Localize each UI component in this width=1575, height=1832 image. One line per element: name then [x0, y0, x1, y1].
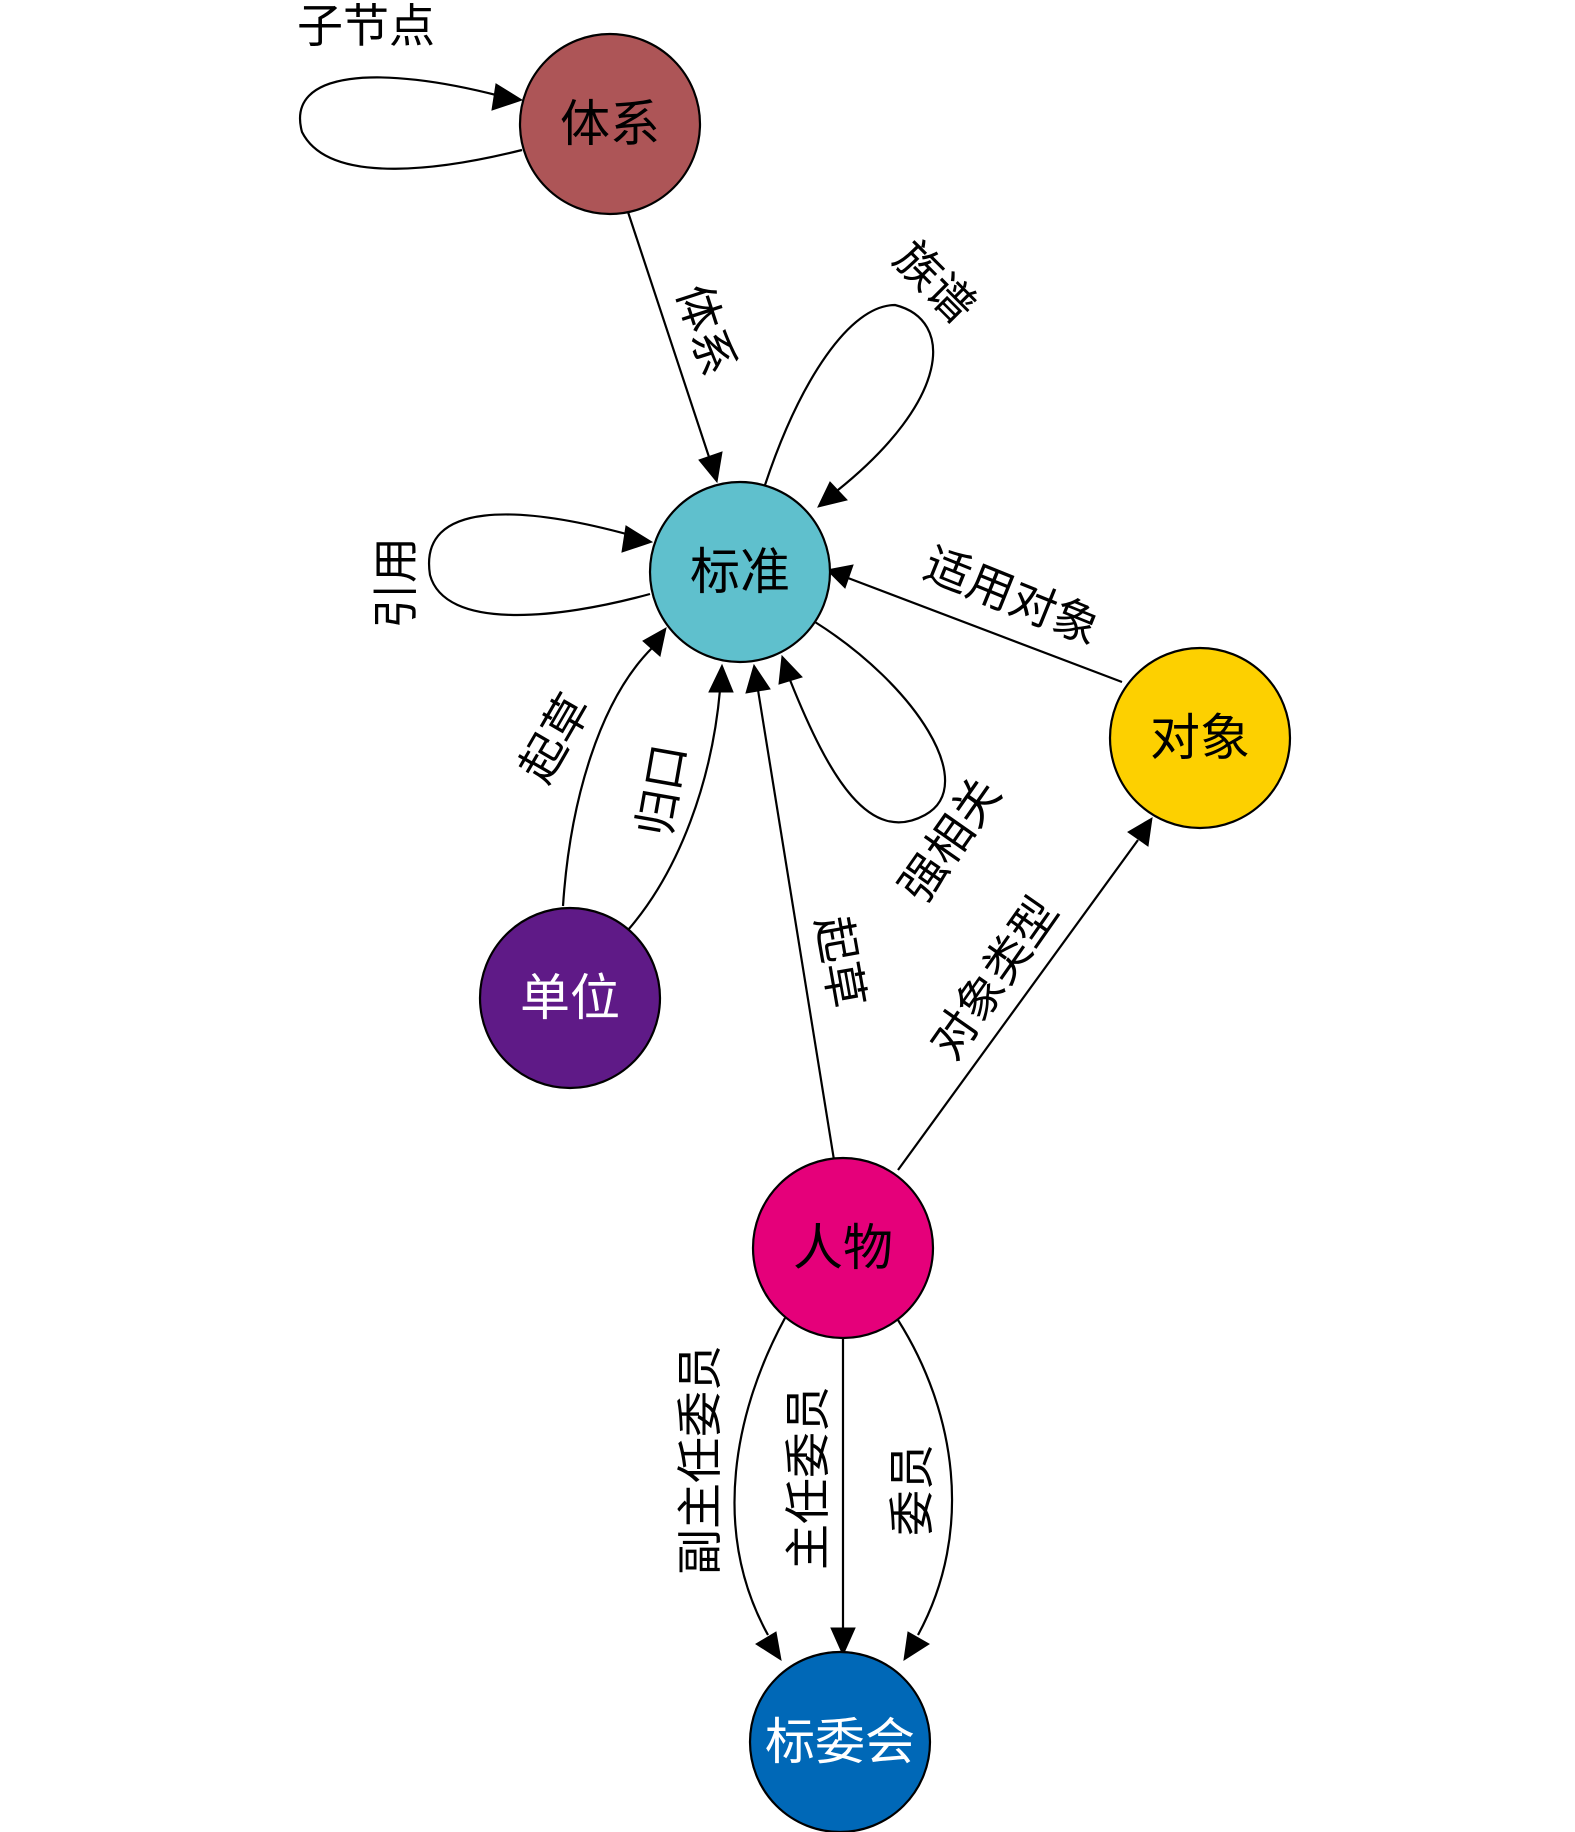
edge-zijiedian	[299, 76, 523, 170]
edge-zijiedian-arrowhead	[491, 83, 524, 111]
edge-danwei-qicao	[561, 647, 653, 907]
edge-label-duixiangleixing: 对象类型	[919, 887, 1069, 1069]
edge-tixi-biaozhun-arrowhead	[698, 451, 723, 484]
node-biaoweihui-label: 标委会	[765, 1713, 915, 1771]
edge-label-danwei-qicao: 起草	[509, 685, 602, 792]
node-duixiang-label: 对象	[1150, 709, 1250, 767]
node-tixi-label: 体系	[560, 95, 660, 153]
edge-qiangxiangguan-arrowhead	[778, 654, 803, 685]
edge-label-weiyuan: 委员	[885, 1444, 939, 1536]
edge-qiangxiangguan	[788, 621, 946, 824]
node-tixi-circle	[518, 32, 702, 216]
node-duixiang: 对象	[1108, 646, 1292, 830]
node-danwei-circle	[478, 906, 662, 1090]
node-duixiang-circle	[1108, 646, 1292, 830]
edge-renwu-qicao-arrowhead	[745, 663, 771, 694]
edge-label-zijiedian: 子节点	[297, 0, 435, 53]
edge-label-yinyong: 引用	[369, 537, 423, 629]
node-renwu-circle	[751, 1156, 935, 1340]
node-biaozhun-label: 标准	[690, 543, 790, 601]
edge-fuzhuren-arrowhead	[755, 1631, 782, 1662]
edge-label-renwu-qicao: 起草	[805, 912, 874, 1012]
edge-label-qiangxiangguan: 强相关	[888, 768, 1011, 912]
node-biaoweihui-circle	[748, 1650, 932, 1832]
node-danwei-label: 单位	[520, 969, 620, 1027]
edge-label-shiyongduixiang: 适用对象	[917, 537, 1108, 656]
edge-tixi-biaozhun	[626, 211, 712, 461]
node-danwei: 单位	[478, 906, 662, 1090]
edge-zhuren-arrowhead	[830, 1627, 856, 1657]
node-biaoweihui: 标委会	[748, 1650, 932, 1832]
edge-zupu	[763, 303, 935, 491]
edge-label-danwei-guikou: 归口	[627, 740, 696, 840]
edge-renwu-qicao	[756, 689, 836, 1161]
node-tixi: 体系	[518, 32, 702, 216]
edge-zupu-arrowhead	[817, 481, 848, 508]
edge-weiyuan	[897, 1319, 954, 1636]
edge-shiyongduixiang-arrowhead	[825, 564, 854, 589]
edge-label-fuzhuren: 副主任委员	[673, 1345, 727, 1575]
node-biaozhun-circle	[648, 480, 832, 664]
edge-shiyongduixiang	[847, 576, 1123, 684]
edge-fuzhuren	[733, 1317, 786, 1636]
edge-danwei-guikou	[627, 689, 722, 931]
edge-danwei-guikou-arrowhead	[708, 663, 734, 693]
edge-duixiangleixing	[897, 839, 1139, 1171]
edge-duixiangleixing-arrowhead	[1127, 817, 1153, 847]
node-renwu-label: 人物	[793, 1219, 893, 1277]
node-renwu: 人物	[751, 1156, 935, 1340]
edge-weiyuan-arrowhead	[903, 1631, 930, 1662]
edge-label-zupu: 族谱	[883, 230, 986, 333]
node-biaozhun: 标准	[648, 480, 832, 664]
edge-danwei-qicao-arrowhead	[642, 627, 667, 657]
edge-yinyong-arrowhead	[621, 525, 654, 553]
edge-label-zhuren: 主任委员	[781, 1386, 835, 1570]
edge-yinyong	[427, 513, 651, 617]
